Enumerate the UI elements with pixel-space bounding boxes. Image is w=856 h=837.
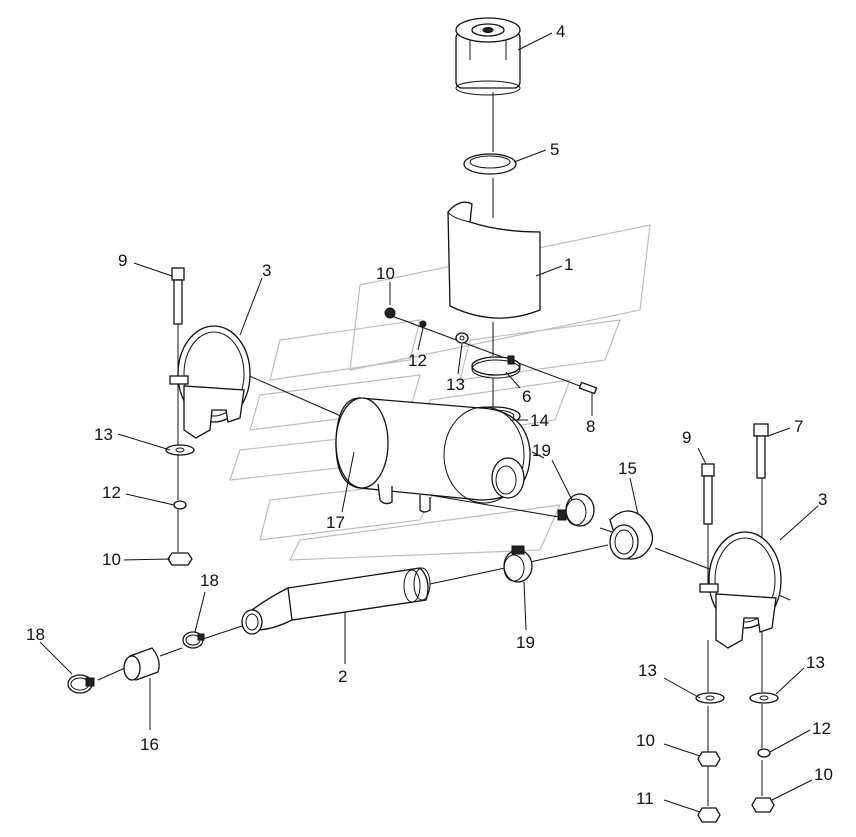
callout-16: 16 (140, 735, 159, 754)
callout-10-right-b: 10 (814, 765, 833, 784)
callout-19-upper: 19 (532, 441, 551, 460)
callout-14: 14 (530, 411, 549, 430)
callout-9-left: 9 (118, 251, 127, 270)
callout-2: 2 (338, 667, 347, 686)
bracket-left (169, 325, 251, 439)
bolt-left (171, 267, 185, 325)
callout-13-right-b: 13 (806, 653, 825, 672)
callout-10-top: 10 (376, 264, 395, 283)
callout-3-left: 3 (262, 261, 271, 280)
callout-9-right: 9 (682, 428, 691, 447)
callout-13-right-a: 13 (638, 661, 657, 680)
callout-10-left: 10 (102, 550, 121, 569)
coupler-sleeve (123, 647, 160, 681)
adapter-sleeve (609, 510, 654, 560)
clamp-18-right (182, 631, 205, 649)
muffler-body (335, 397, 531, 513)
clamp-18-left (67, 674, 95, 694)
callout-4: 4 (556, 22, 565, 41)
seal-ring (463, 153, 517, 175)
callout-7: 7 (794, 417, 803, 436)
tail-pipe (241, 567, 431, 635)
clamp-upper (557, 493, 595, 527)
callout-labels: 4 5 1 9 3 10 12 13 6 8 14 19 15 17 13 12… (26, 22, 833, 808)
callout-13-top: 13 (446, 375, 465, 394)
callout-3-right: 3 (818, 490, 827, 509)
callout-12-right: 12 (812, 719, 831, 738)
callout-15: 15 (618, 459, 637, 478)
through-bolt-stack (384, 307, 598, 395)
bolts-right (701, 423, 769, 525)
filter-element (455, 17, 521, 96)
clamp-band (471, 355, 521, 379)
callout-13-left: 13 (94, 425, 113, 444)
bracket-right (699, 531, 782, 649)
callout-5: 5 (550, 140, 559, 159)
callout-6: 6 (522, 387, 531, 406)
callout-18-right: 18 (200, 571, 219, 590)
callout-1: 1 (564, 255, 573, 274)
heat-shield (447, 201, 541, 319)
callout-19-lower: 19 (516, 633, 535, 652)
clamp-lower (503, 545, 533, 583)
callout-18-left: 18 (26, 625, 45, 644)
leader-lines (39, 32, 819, 813)
callout-11: 11 (636, 789, 654, 808)
callout-10-right-a: 10 (636, 731, 655, 750)
callout-17: 17 (326, 513, 345, 532)
fasteners-right (695, 692, 779, 823)
callout-8: 8 (586, 417, 595, 436)
callout-12-top: 12 (408, 351, 427, 370)
callout-12-left: 12 (102, 483, 121, 502)
fasteners-left (165, 444, 195, 566)
